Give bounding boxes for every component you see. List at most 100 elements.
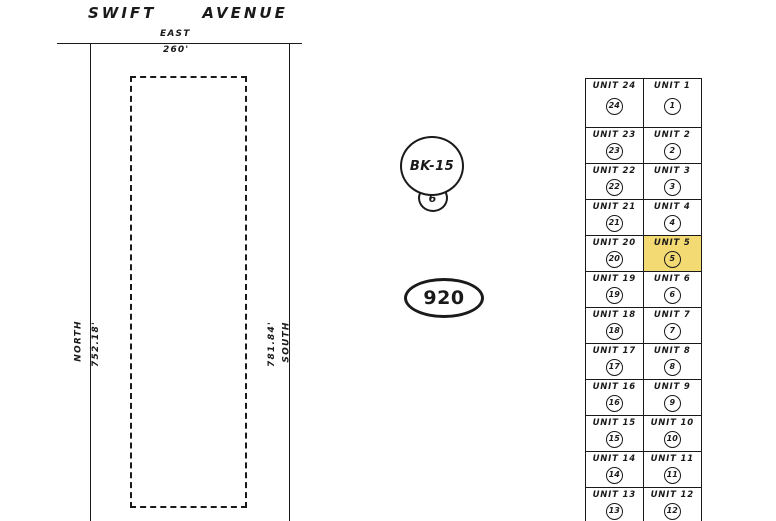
unit-name-label: UNIT 1 — [653, 81, 691, 91]
unit-number-badge: 6 — [663, 286, 681, 304]
unit-table-row: UNIT 16 16 UNIT 9 9 — [586, 380, 701, 416]
unit-number-badge: 16 — [605, 394, 623, 412]
unit-cell-19[interactable]: UNIT 19 19 — [586, 272, 644, 307]
unit-number-badge: 7 — [663, 322, 681, 340]
north-boundary-bearing-label: EAST — [160, 29, 191, 39]
unit-name-label: UNIT 12 — [650, 490, 694, 500]
unit-cell-24[interactable]: UNIT 24 24 — [586, 79, 644, 127]
unit-name-label: UNIT 17 — [592, 346, 636, 356]
unit-cell-17[interactable]: UNIT 17 17 — [586, 344, 644, 379]
unit-name-label: UNIT 15 — [592, 418, 636, 428]
unit-name-label: UNIT 10 — [650, 418, 694, 428]
unit-number-badge: 17 — [605, 358, 623, 376]
unit-cell-21[interactable]: UNIT 21 21 — [586, 200, 644, 235]
unit-name-label: UNIT 7 — [653, 310, 691, 320]
unit-name-label: UNIT 11 — [650, 454, 694, 464]
unit-cell-18[interactable]: UNIT 18 18 — [586, 308, 644, 343]
lot-outline — [130, 76, 247, 508]
unit-table-row: UNIT 22 22 UNIT 3 3 — [586, 164, 701, 200]
unit-cell-5[interactable]: UNIT 5 5 — [643, 236, 701, 271]
unit-number-badge: 13 — [605, 502, 623, 520]
unit-number-badge: 3 — [663, 178, 681, 196]
page-reference-label: 6 — [428, 191, 438, 205]
unit-number-badge: 4 — [663, 214, 681, 232]
unit-cell-22[interactable]: UNIT 22 22 — [586, 164, 644, 199]
unit-number-badge: 23 — [605, 142, 623, 160]
west-boundary-line — [90, 43, 91, 521]
unit-name-label: UNIT 21 — [592, 202, 636, 212]
unit-cell-20[interactable]: UNIT 20 20 — [586, 236, 644, 271]
unit-cell-4[interactable]: UNIT 4 4 — [644, 200, 702, 235]
north-boundary-line — [57, 43, 302, 44]
unit-cell-14[interactable]: UNIT 14 14 — [586, 452, 644, 487]
unit-name-label: UNIT 2 — [653, 130, 691, 140]
unit-number-badge: 18 — [605, 322, 623, 340]
unit-number-badge: 11 — [663, 466, 681, 484]
unit-cell-12[interactable]: UNIT 12 12 — [644, 488, 702, 521]
unit-number-badge: 1 — [663, 97, 681, 115]
unit-name-label: UNIT 14 — [592, 454, 636, 464]
east-boundary-bearing-label: SOUTH — [281, 321, 292, 363]
unit-cell-13[interactable]: UNIT 13 13 — [586, 488, 644, 521]
unit-name-label: UNIT 24 — [592, 81, 636, 91]
unit-cell-2[interactable]: UNIT 2 2 — [644, 128, 702, 163]
unit-name-label: UNIT 19 — [592, 274, 636, 284]
west-boundary-bearing-label: NORTH — [73, 320, 84, 362]
east-boundary-line — [289, 43, 290, 521]
unit-cell-9[interactable]: UNIT 9 9 — [644, 380, 702, 415]
unit-cell-10[interactable]: UNIT 10 10 — [644, 416, 702, 451]
east-boundary-distance-label: 781.84' — [266, 321, 277, 367]
unit-table-row: UNIT 14 14 UNIT 11 11 — [586, 452, 701, 488]
unit-name-label: UNIT 3 — [653, 166, 691, 176]
unit-name-label: UNIT 22 — [592, 166, 636, 176]
unit-name-label: UNIT 18 — [592, 310, 636, 320]
unit-number-badge: 14 — [605, 466, 623, 484]
unit-number-badge: 8 — [663, 358, 681, 376]
unit-name-label: UNIT 16 — [592, 382, 636, 392]
unit-number-badge: 5 — [663, 250, 681, 268]
unit-table-row: UNIT 21 21 UNIT 4 4 — [586, 200, 701, 236]
unit-name-label: UNIT 23 — [592, 130, 636, 140]
unit-table-row: UNIT 17 17 UNIT 8 8 — [586, 344, 701, 380]
unit-number-badge: 22 — [605, 178, 623, 196]
unit-table-row: UNIT 20 20 UNIT 5 5 — [586, 236, 701, 272]
unit-name-label: UNIT 9 — [653, 382, 691, 392]
street-name-word-1: SWIFT — [88, 4, 157, 22]
unit-table-row: UNIT 18 18 UNIT 7 7 — [586, 308, 701, 344]
unit-cell-16[interactable]: UNIT 16 16 — [586, 380, 644, 415]
unit-number-badge: 10 — [663, 430, 681, 448]
north-boundary-distance-label: 260' — [163, 45, 190, 55]
street-name-label: SWIFT AVENUE — [88, 4, 288, 22]
unit-number-badge: 20 — [605, 250, 623, 268]
unit-number-badge: 12 — [663, 502, 681, 520]
unit-cell-23[interactable]: UNIT 23 23 — [586, 128, 644, 163]
unit-cell-3[interactable]: UNIT 3 3 — [644, 164, 702, 199]
unit-number-badge: 19 — [605, 286, 623, 304]
book-reference-marker: BK-15 — [400, 136, 464, 196]
unit-cell-8[interactable]: UNIT 8 8 — [644, 344, 702, 379]
west-boundary-distance-label: 752.18' — [90, 321, 101, 367]
unit-name-label: UNIT 5 — [653, 238, 691, 248]
unit-name-label: UNIT 4 — [653, 202, 691, 212]
unit-number-badge: 21 — [605, 214, 623, 232]
unit-number-badge: 2 — [663, 142, 681, 160]
unit-number-badge: 24 — [605, 97, 623, 115]
parcel-number-marker: 920 — [404, 278, 484, 318]
street-name-word-2: AVENUE — [202, 4, 288, 22]
unit-cell-7[interactable]: UNIT 7 7 — [644, 308, 702, 343]
book-reference-label: BK-15 — [409, 158, 455, 174]
unit-table-row: UNIT 24 24 UNIT 1 1 — [586, 79, 701, 128]
unit-cell-11[interactable]: UNIT 11 11 — [644, 452, 702, 487]
unit-name-label: UNIT 20 — [592, 238, 636, 248]
unit-table-row: UNIT 23 23 UNIT 2 2 — [586, 128, 701, 164]
unit-number-badge: 9 — [663, 394, 681, 412]
unit-name-label: UNIT 8 — [653, 346, 691, 356]
unit-name-label: UNIT 13 — [592, 490, 636, 500]
unit-cell-1[interactable]: UNIT 1 1 — [644, 79, 702, 127]
